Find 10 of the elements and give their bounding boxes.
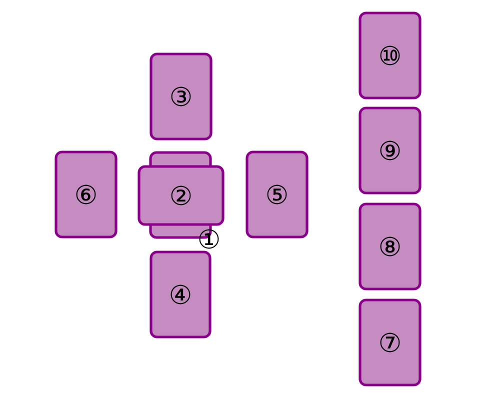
- card: ⑦: [358, 298, 422, 386]
- card: ⑧: [358, 202, 422, 290]
- card: ⑥: [54, 150, 118, 238]
- card: ⑨: [358, 106, 422, 194]
- card: ②: [138, 165, 224, 226]
- card: ⑩: [358, 12, 422, 100]
- card: ③: [150, 52, 212, 140]
- card: ④: [150, 250, 212, 338]
- card-number: ①: [199, 229, 219, 249]
- card: ⑤: [246, 150, 308, 238]
